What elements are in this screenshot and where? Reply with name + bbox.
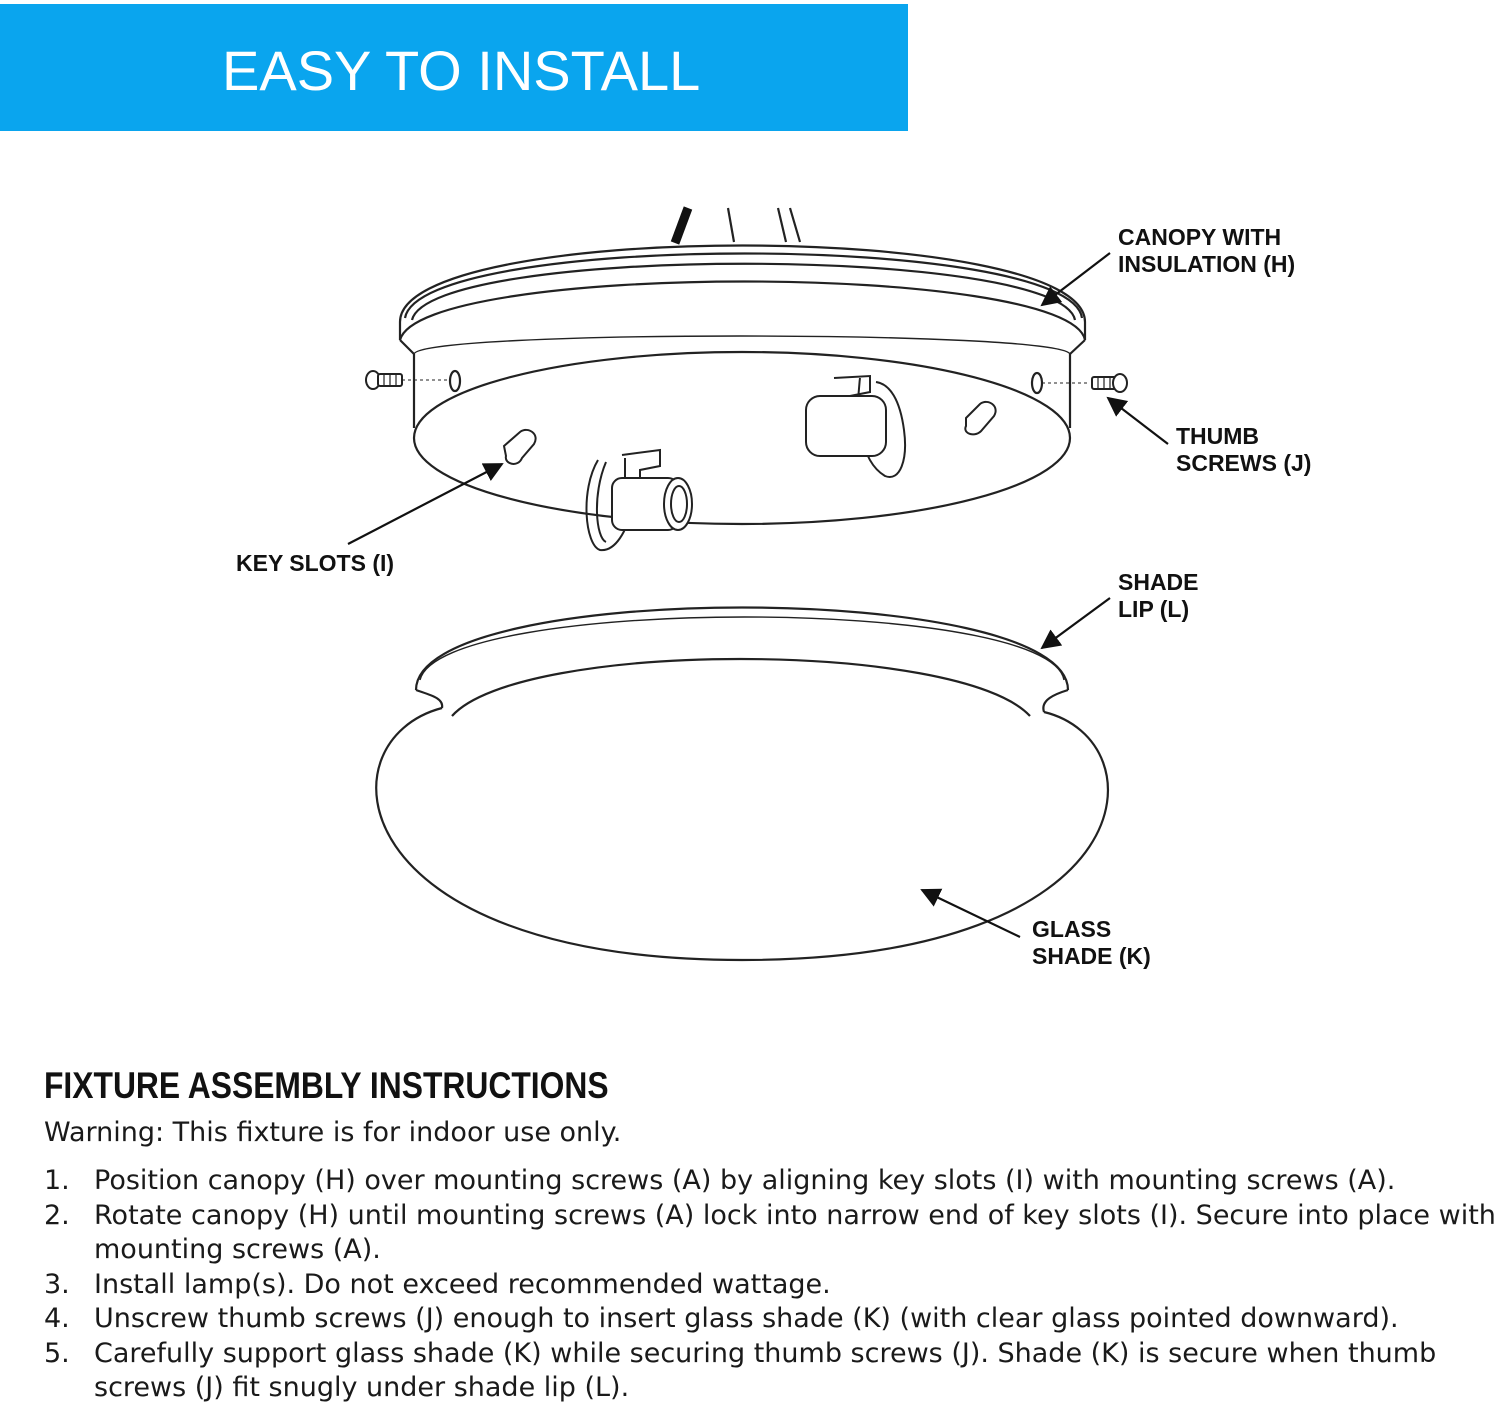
assembly-instructions: FIXTURE ASSEMBLY INSTRUCTIONS Warning: T…	[44, 1064, 1500, 1406]
step-number: 5.	[44, 1337, 70, 1369]
step-number: 2.	[44, 1199, 70, 1231]
glass-shade	[375, 606, 1109, 962]
step-item: 1. Position canopy (H) over mounting scr…	[44, 1164, 1500, 1199]
lamp-socket-rear-icon	[805, 374, 906, 478]
step-text: Install lamp(s). Do not exceed recommend…	[94, 1268, 831, 1300]
key-slot-left-icon	[502, 428, 537, 465]
key-slots-label-line-1: KEY SLOTS (I)	[236, 550, 395, 576]
canopy-label-line-1: CANOPY WITH	[1118, 224, 1282, 250]
title-banner: EASY TO INSTALL	[0, 4, 908, 131]
lamp-socket-front-icon	[585, 448, 693, 552]
steps-list: 1. Position canopy (H) over mounting scr…	[44, 1164, 1500, 1406]
thumb-screws-label: THUMB SCREWS (J)	[1176, 423, 1311, 477]
thumb-screw-right-icon	[1091, 373, 1128, 393]
shade-bowl	[375, 706, 1109, 962]
canopy-opening	[412, 350, 1072, 526]
banner-title: EASY TO INSTALL	[222, 39, 701, 102]
shade-lip-label-line-2: LIP (L)	[1118, 596, 1190, 622]
key-slot-arrow	[347, 463, 504, 545]
step-number: 3.	[44, 1268, 70, 1300]
step-text: Position canopy (H) over mounting screws…	[94, 1165, 1396, 1196]
thumb-screw-left-icon	[365, 370, 403, 390]
instructions-title: FIXTURE ASSEMBLY INSTRUCTIONS	[44, 1065, 609, 1106]
warning-text: Warning: This fixture is for indoor use …	[44, 1117, 622, 1148]
wire-white-1	[726, 207, 736, 243]
step-item: 4. Unscrew thumb screws (J) enough to in…	[44, 1302, 1500, 1337]
glass-shade-label-line-2: SHADE (K)	[1032, 943, 1151, 969]
shade-lip-label: SHADE LIP (L)	[1118, 569, 1199, 623]
leader-lines	[347, 252, 1169, 938]
step-item: 3. Install lamp(s). Do not exceed recomm…	[44, 1268, 1500, 1303]
thumb-screws-label-line-2: SCREWS (J)	[1176, 450, 1312, 476]
wire-white-2	[776, 207, 788, 243]
thumb-screw-arrow	[1106, 396, 1169, 445]
step-number: 4.	[44, 1303, 70, 1334]
wire-white-3	[788, 207, 802, 243]
key-slots-label: KEY SLOTS (I)	[236, 550, 394, 577]
step-item: 2. Rotate canopy (H) until mounting scre…	[44, 1199, 1500, 1268]
shade-lip	[414, 606, 1070, 691]
shade-lip-label-line-1: SHADE	[1118, 569, 1199, 595]
glass-shade-label: GLASS SHADE (K)	[1032, 916, 1151, 970]
key-slot-right-icon	[964, 400, 997, 436]
step-number: 1.	[44, 1165, 70, 1196]
step-text: Rotate canopy (H) until mounting screws …	[94, 1199, 1496, 1266]
canopy-arrow	[1040, 252, 1111, 307]
canopy-label-line-2: INSULATION (H)	[1118, 251, 1296, 277]
glass-shade-arrow	[920, 888, 1021, 938]
glass-shade-label-line-1: GLASS	[1032, 916, 1112, 942]
wire-black	[670, 206, 693, 245]
step-text: Unscrew thumb screws (J) enough to inser…	[94, 1303, 1399, 1334]
canopy-label: CANOPY WITH INSULATION (H)	[1118, 224, 1295, 278]
step-text: Carefully support glass shade (K) while …	[94, 1337, 1437, 1404]
fixture-diagram	[347, 206, 1169, 962]
step-item: 5. Carefully support glass shade (K) whi…	[44, 1337, 1500, 1406]
canopy	[398, 206, 1090, 526]
thumb-screws-label-line-1: THUMB	[1176, 423, 1260, 449]
shade-lip-arrow	[1040, 597, 1111, 650]
canopy-top-rim	[398, 244, 1087, 323]
